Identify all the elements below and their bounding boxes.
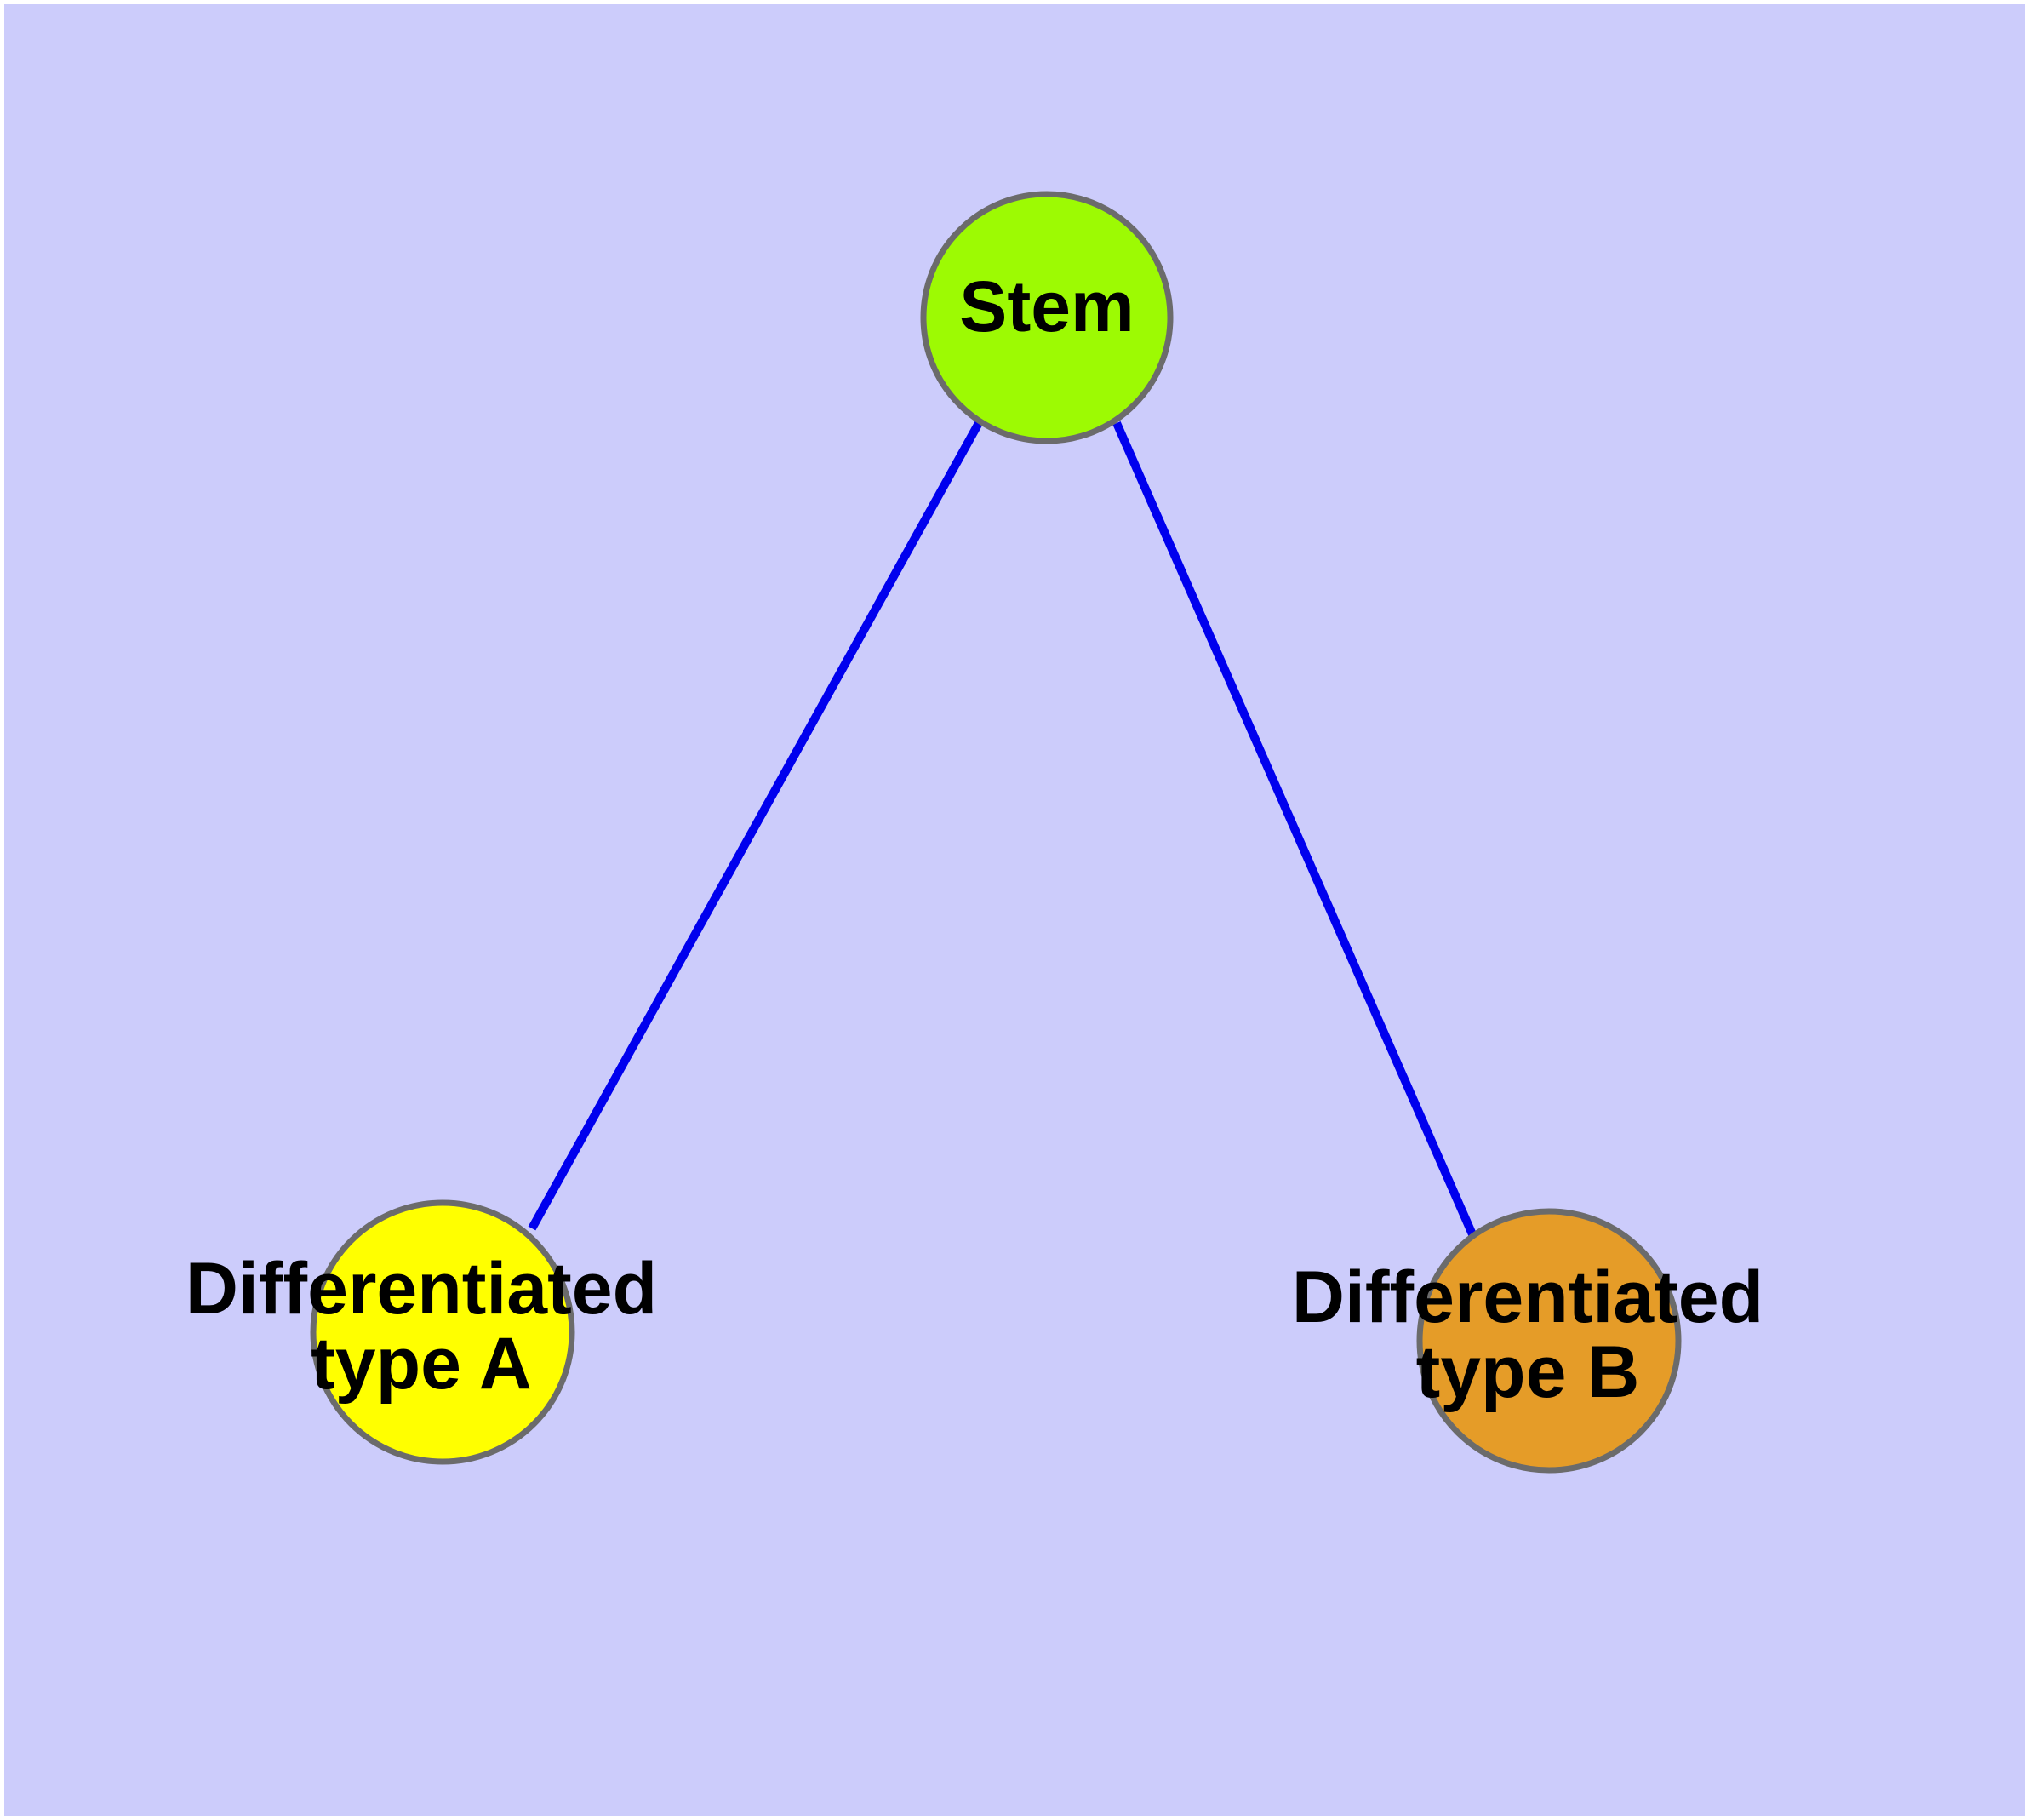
- node-layer: [310, 191, 1682, 1474]
- node-stem[interactable]: [920, 191, 1174, 444]
- edge-stem-to-differentiated-type-b: [1112, 421, 1477, 1237]
- edge-layer: [528, 421, 1477, 1237]
- node-differentiated-type-a[interactable]: [310, 1199, 575, 1465]
- node-differentiated-type-b[interactable]: [1416, 1208, 1682, 1474]
- edge-stem-to-differentiated-type-a: [528, 421, 983, 1231]
